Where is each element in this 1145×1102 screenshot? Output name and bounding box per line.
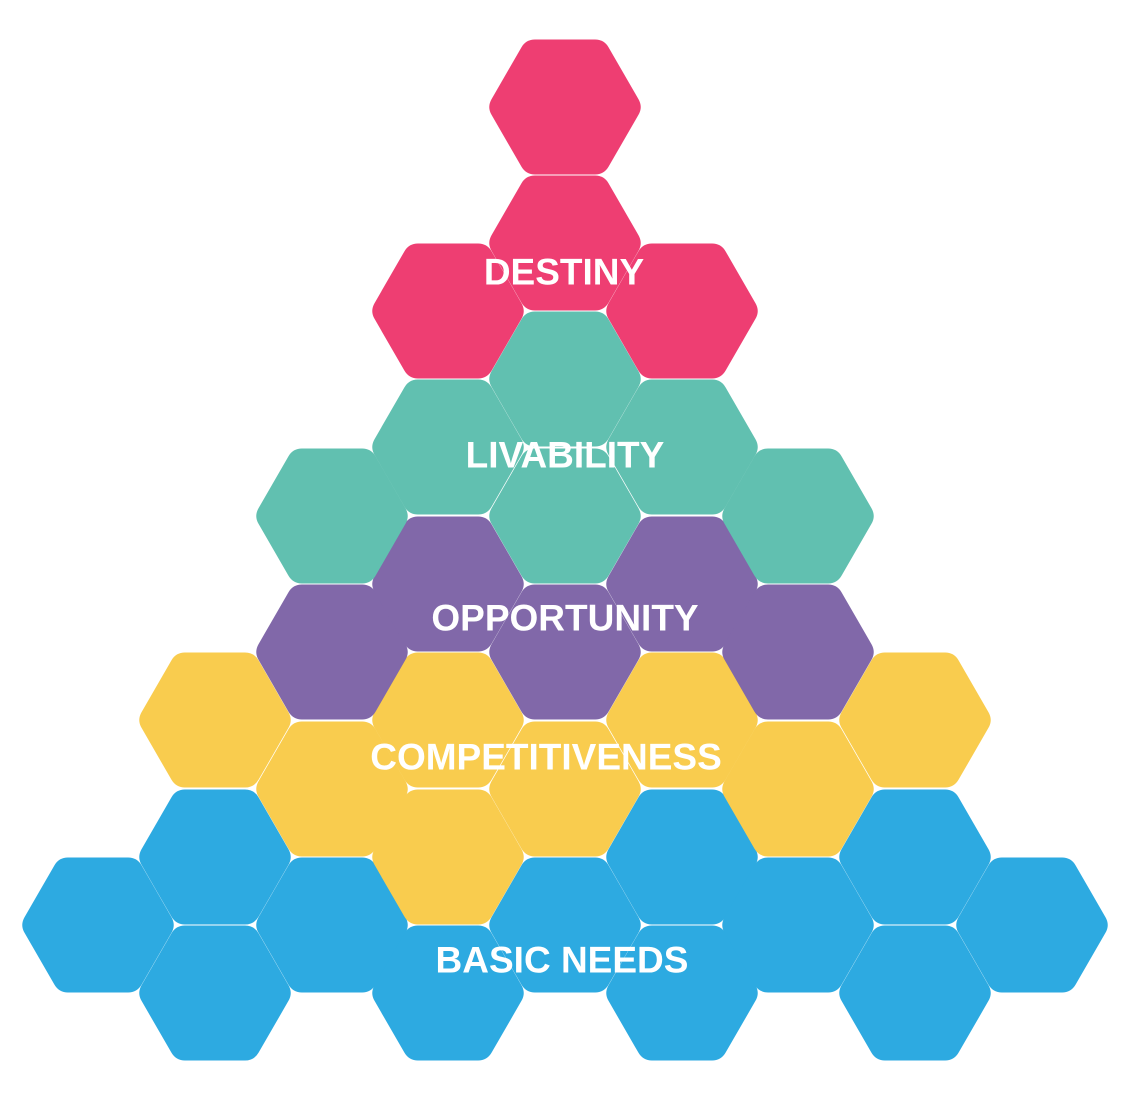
tier-label-competitiveness: COMPETITIVENESS (370, 737, 722, 778)
hexagon-destiny-2 (489, 175, 641, 311)
hexagon-competitiveness-6 (606, 652, 758, 788)
hexagon-layer (22, 39, 1108, 1061)
hexagon-basic-needs-7 (606, 789, 758, 925)
tier-label-opportunity: OPPORTUNITY (431, 598, 699, 639)
hexagon-competitiveness-2 (256, 721, 408, 857)
hexagon-opportunity-2 (372, 516, 524, 652)
tier-label-basic-needs: BASIC NEEDS (436, 940, 689, 981)
hexagon-competitiveness-5 (489, 721, 641, 857)
hexagon-basic-needs-1 (22, 857, 174, 993)
hexagon-livability-3 (489, 311, 641, 447)
tier-label-livability: LIVABILITY (466, 435, 665, 476)
tier-label-destiny: DESTINY (484, 252, 645, 293)
hexagon-opportunity-4 (606, 516, 758, 652)
hexagon-opportunity-1 (256, 584, 408, 720)
hexagon-basic-needs-2 (139, 789, 291, 925)
hexagon-livability-6 (722, 448, 874, 584)
hexagon-basic-needs-4 (256, 857, 408, 993)
hexagon-destiny-3 (489, 39, 641, 175)
hexagon-basic-needs-6 (489, 857, 641, 993)
hexagon-basic-needs-3 (139, 925, 291, 1061)
hexagon-competitiveness-4 (372, 789, 524, 925)
hexagon-destiny-1 (372, 243, 524, 379)
hexagon-basic-needs-11 (839, 925, 991, 1061)
label-layer: DESTINY LIVABILITY OPPORTUNITY COMPETITI… (370, 252, 722, 981)
hexagon-opportunity-5 (722, 584, 874, 720)
hexagon-opportunity-3 (489, 584, 641, 720)
hexagon-livability-1 (256, 448, 408, 584)
hexagon-basic-needs-12 (956, 857, 1108, 993)
hexagon-livability-5 (606, 379, 758, 515)
hexagon-competitiveness-3 (372, 652, 524, 788)
hexagon-livability-4 (489, 448, 641, 584)
hexagon-competitiveness-1 (139, 652, 291, 788)
hexagon-basic-needs-8 (606, 925, 758, 1061)
hexagon-livability-2 (372, 379, 524, 515)
hexagon-destiny-4 (606, 243, 758, 379)
hexagon-competitiveness-8 (839, 652, 991, 788)
hexagon-basic-needs-5 (372, 925, 524, 1061)
hexagon-basic-needs-10 (839, 789, 991, 925)
hexagon-basic-needs-9 (722, 857, 874, 993)
hexagon-competitiveness-7 (722, 721, 874, 857)
